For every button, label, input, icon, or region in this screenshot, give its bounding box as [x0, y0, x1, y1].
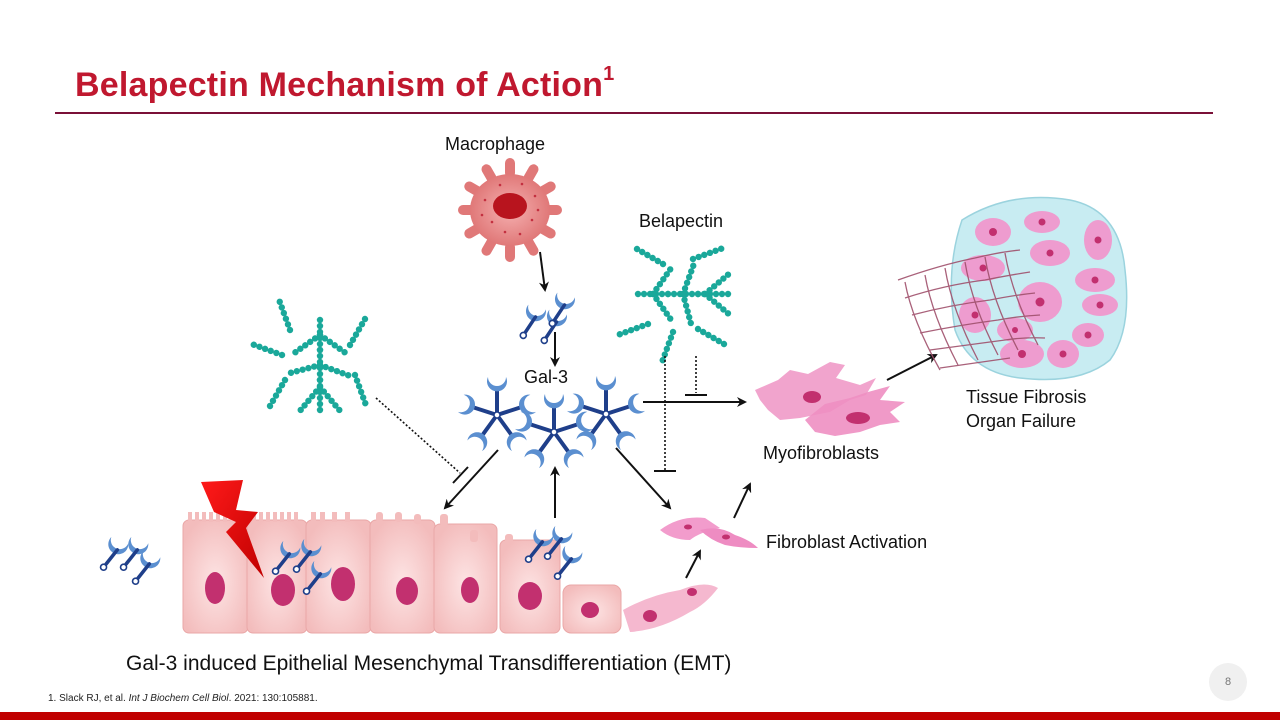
- label-myofibroblasts: Myofibroblasts: [763, 443, 880, 463]
- inhibition-lines: [375, 356, 707, 484]
- label-tissue-fibrosis: Tissue Fibrosis: [966, 387, 1087, 407]
- injury-lightning-icon: [201, 480, 264, 578]
- arrow-myofibroblast-to-fibrosis: [886, 354, 938, 381]
- label-gal3: Gal-3: [524, 367, 569, 387]
- reference-authors: 1. Slack RJ, et al.: [48, 693, 129, 704]
- label-fibroblast-activation: Fibroblast Activation: [766, 532, 928, 552]
- diagram-caption: Gal-3 induced Epithelial Mesenchymal Tra…: [126, 652, 732, 675]
- title-divider: [55, 112, 1213, 114]
- arrow-emt-to-fibroblast: [685, 549, 701, 579]
- activated-fibroblast-icon: [660, 517, 758, 548]
- arrows: [443, 251, 938, 579]
- arrow-gal3-to-epithelium: [443, 449, 499, 510]
- page-number-badge: 8: [1209, 663, 1247, 701]
- slide-title: Belapectin Mechanism of Action1: [75, 62, 615, 105]
- label-macrophage: Macrophage: [445, 134, 546, 154]
- title-footnote-marker: 1: [603, 62, 615, 85]
- gal3-pentamer-cluster-icon: [458, 376, 645, 469]
- reference-journal: Int J Biochem Cell Biol: [128, 693, 229, 704]
- arrow-gal3-to-fibroblast: [615, 447, 672, 510]
- arrow-fibroblast-to-myofibroblast: [733, 482, 752, 519]
- footer-bar: [0, 712, 1280, 720]
- label-organ-failure: Organ Failure: [966, 411, 1077, 431]
- reference-details: . 2021: 130:105881.: [228, 693, 318, 704]
- epithelial-cell-layer-icon: [182, 512, 718, 634]
- belapectin-polysaccharide-left-icon: [250, 298, 370, 415]
- belapectin-polysaccharide-icon: [616, 245, 733, 365]
- reference-footnote: 1. Slack RJ, et al. Int J Biochem Cell B…: [48, 693, 318, 704]
- macrophage-cell-icon: [458, 158, 562, 262]
- label-belapectin: Belapectin: [639, 211, 724, 231]
- slide-title-text: Belapectin Mechanism of Action: [75, 66, 604, 104]
- fibrotic-tissue-icon: [897, 196, 1128, 381]
- myofibroblasts-cells-icon: [755, 362, 905, 436]
- arrow-macrophage-to-gal3: [538, 251, 549, 292]
- gal3-monomers-icon: [516, 290, 578, 350]
